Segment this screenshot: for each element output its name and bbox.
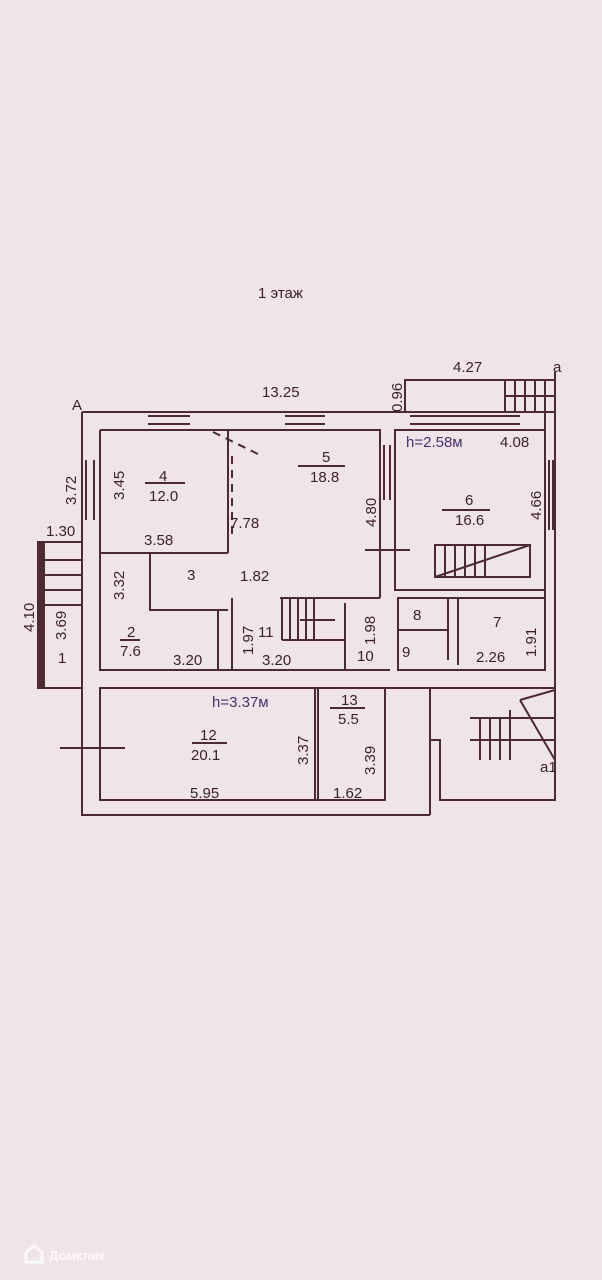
room-7-number: 7 xyxy=(493,614,501,631)
dim-1-98: 1.98 xyxy=(362,616,379,645)
axis-a: a xyxy=(553,359,562,376)
dim-7-78: 7.78 xyxy=(230,515,259,532)
room-6-area: 16.6 xyxy=(455,512,484,529)
room-13-number: 13 xyxy=(341,692,358,709)
dim-4-10: 4.10 xyxy=(21,603,38,632)
room-5-number: 5 xyxy=(322,449,330,466)
dim-1-62: 1.62 xyxy=(333,785,362,802)
room-12-number: 12 xyxy=(200,727,217,744)
dim-4-08: 4.08 xyxy=(500,434,529,451)
watermark-text: Домклик xyxy=(49,1248,106,1263)
dim-13-25: 13.25 xyxy=(262,384,300,401)
dim-4-80: 4.80 xyxy=(363,498,380,527)
walls xyxy=(37,372,556,816)
dim-5-95: 5.95 xyxy=(190,785,219,802)
house-logo-icon xyxy=(24,1244,44,1264)
dim-4-27: 4.27 xyxy=(453,359,482,376)
dim-0-96: 0.96 xyxy=(389,383,406,412)
floor-title: 1 этаж xyxy=(258,285,303,302)
ceiling-height-lower: h=3.37м xyxy=(212,694,269,711)
dim-3-37: 3.37 xyxy=(295,736,312,765)
room-2-number: 2 xyxy=(127,624,135,641)
room-8-number: 8 xyxy=(413,607,421,624)
axis-markers: A a a1 xyxy=(72,359,562,776)
room-3-number: 3 xyxy=(187,567,195,584)
axis-A: A xyxy=(72,397,82,414)
room-9-number: 9 xyxy=(402,644,410,661)
watermark-logo: Домклик xyxy=(24,1244,106,1264)
room-1-number: 1 xyxy=(58,650,66,667)
dim-3-58: 3.58 xyxy=(144,532,173,549)
dim-1-30: 1.30 xyxy=(46,523,75,540)
room-4-number: 4 xyxy=(159,468,167,485)
room-6-number: 6 xyxy=(465,492,473,509)
room-5-area: 18.8 xyxy=(310,469,339,486)
dim-4-66: 4.66 xyxy=(528,491,545,520)
dim-3-69: 3.69 xyxy=(53,611,70,640)
dim-1-82: 1.82 xyxy=(240,568,269,585)
room-13-area: 5.5 xyxy=(338,711,359,728)
dim-3-72: 3.72 xyxy=(63,476,80,505)
dim-3-20-b: 3.20 xyxy=(262,652,291,669)
room-11-number: 11 xyxy=(258,624,274,641)
dim-2-26: 2.26 xyxy=(476,649,505,666)
dimensions: 13.25 4.27 4.08 7.78 3.58 1.30 1.82 3.20… xyxy=(21,359,545,802)
dim-3-32: 3.32 xyxy=(111,571,128,600)
dim-1-91: 1.91 xyxy=(523,628,540,657)
axis-a1: a1 xyxy=(540,759,557,776)
room-labels: 1 2 7.6 3 4 12.0 5 18.8 6 16.6 7 8 9 10 … xyxy=(58,449,501,764)
dim-3-20-a: 3.20 xyxy=(173,652,202,669)
dim-3-45: 3.45 xyxy=(111,471,128,500)
room-2-area: 7.6 xyxy=(120,643,141,660)
dim-1-97: 1.97 xyxy=(240,626,257,655)
room-4-area: 12.0 xyxy=(149,488,178,505)
room-12-area: 20.1 xyxy=(191,747,220,764)
ceiling-height-upper: h=2.58м xyxy=(406,434,463,451)
room-10-number: 10 xyxy=(357,648,374,665)
dim-3-39: 3.39 xyxy=(362,746,379,775)
